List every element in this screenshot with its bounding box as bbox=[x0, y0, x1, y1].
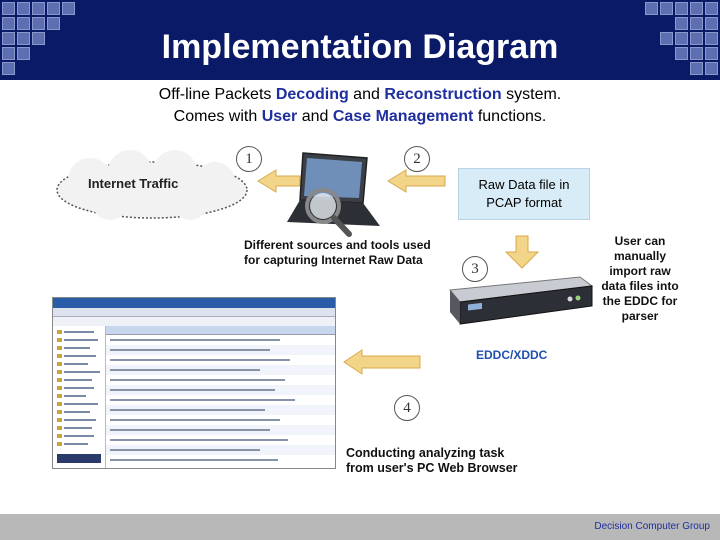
subtitle-text: functions. bbox=[473, 108, 547, 125]
browser-table-header bbox=[106, 326, 335, 335]
subtitle-text: and bbox=[297, 108, 333, 125]
browser-table-rows bbox=[106, 335, 335, 468]
step-3-badge: 3 bbox=[462, 256, 488, 282]
subtitle-highlight: Reconstruction bbox=[384, 86, 502, 103]
import-line1: User can bbox=[614, 234, 666, 248]
header-banner: Implementation Diagram bbox=[0, 0, 720, 80]
browser-tree-panel bbox=[53, 326, 106, 468]
footer-company: Decision Computer Group bbox=[594, 521, 710, 532]
browser-window bbox=[52, 297, 336, 469]
import-line5: the EDDC for bbox=[602, 294, 678, 308]
import-line6: parser bbox=[621, 309, 659, 323]
arrow-down-to-server bbox=[504, 235, 540, 269]
laptop-icon bbox=[287, 152, 380, 237]
arrow-to-browser bbox=[343, 349, 421, 375]
device-label: EDDC/XDDC bbox=[476, 348, 548, 362]
cloud-label: Internet Traffic bbox=[88, 176, 179, 191]
raw-data-line2: PCAP format bbox=[486, 195, 562, 210]
subtitle: Off-line Packets Decoding and Reconstruc… bbox=[0, 84, 720, 128]
cloud-icon bbox=[56, 150, 248, 220]
import-caption: User can manually import raw data files … bbox=[590, 234, 690, 324]
footer-bar: Decision Computer Group bbox=[0, 514, 720, 540]
sources-caption: Different sources and tools used for cap… bbox=[244, 238, 431, 268]
analyze-caption: Conducting analyzing task from user's PC… bbox=[346, 446, 518, 476]
step-4-badge: 4 bbox=[394, 395, 420, 421]
arrow-to-cloud bbox=[257, 169, 301, 193]
subtitle-text: Off-line Packets bbox=[158, 86, 276, 103]
subtitle-highlight: User bbox=[261, 108, 298, 125]
raw-data-line1: Raw Data file in bbox=[478, 177, 570, 192]
step-2-badge: 2 bbox=[404, 146, 430, 172]
sources-line1: Different sources and tools used bbox=[244, 238, 431, 252]
analyze-line1: Conducting analyzing task bbox=[346, 446, 505, 460]
browser-titlebar bbox=[53, 298, 335, 308]
page-title: Implementation Diagram bbox=[161, 28, 559, 66]
import-line2: manually bbox=[613, 249, 667, 263]
import-line4: data files into bbox=[601, 279, 679, 293]
server-icon bbox=[449, 276, 594, 325]
browser-menubar bbox=[53, 308, 335, 317]
arrow-to-laptop bbox=[387, 169, 446, 193]
analyze-line2: from user's PC Web Browser bbox=[346, 461, 518, 475]
import-line3: import raw bbox=[609, 264, 671, 278]
raw-data-box: Raw Data file in PCAP format bbox=[458, 168, 590, 220]
subtitle-highlight: Decoding bbox=[275, 86, 349, 103]
subtitle-text: Comes with bbox=[173, 108, 262, 125]
subtitle-text: and bbox=[348, 86, 385, 103]
subtitle-text: system. bbox=[501, 86, 562, 103]
sources-line2: for capturing Internet Raw Data bbox=[244, 253, 423, 267]
subtitle-highlight: Case Management bbox=[332, 108, 474, 125]
step-1-badge: 1 bbox=[236, 146, 262, 172]
